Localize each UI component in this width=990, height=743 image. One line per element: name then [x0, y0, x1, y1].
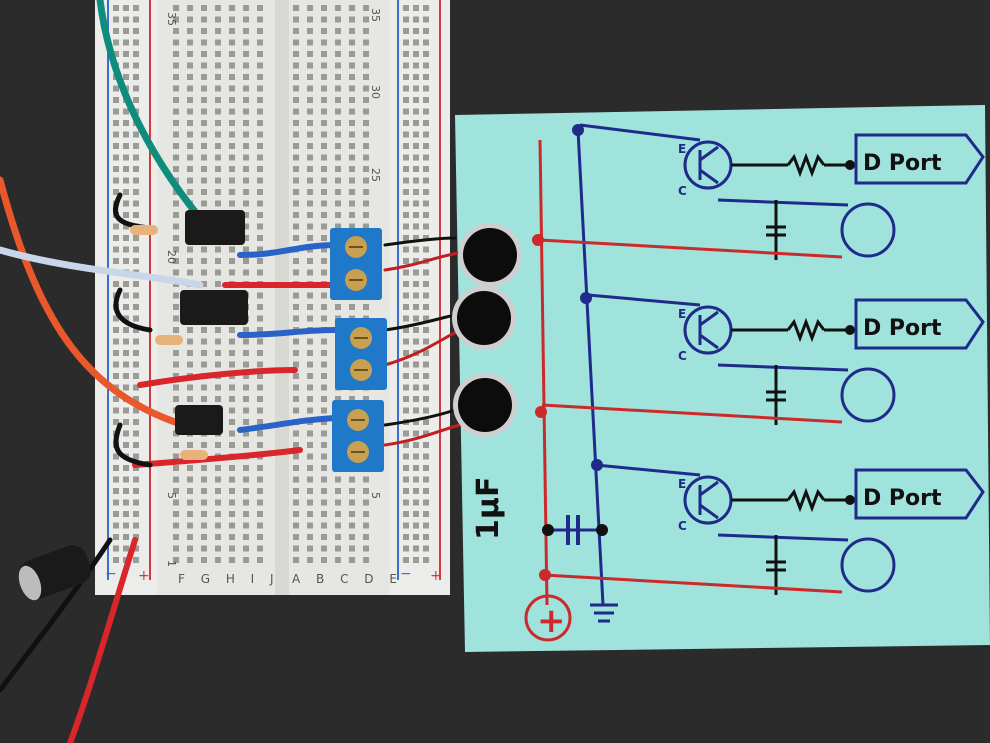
row-label-30: 30 — [369, 85, 382, 99]
driver-stage — [683, 133, 985, 260]
jumper-wires — [0, 0, 467, 743]
row-label-5b: 5 — [369, 492, 382, 499]
electrolytic-capacitor — [18, 545, 91, 601]
column-labels-left: F G H I J — [178, 572, 280, 586]
emitter-mark: E — [678, 307, 686, 321]
driver-stage — [683, 468, 985, 595]
collector-mark: C — [678, 349, 687, 363]
port-label: D Port — [863, 151, 942, 176]
row-label-1: 1 — [165, 560, 178, 567]
terminal-blocks — [330, 228, 387, 472]
row-label-25: 25 — [369, 168, 382, 182]
rail-plus-left: + — [138, 568, 150, 584]
vibration-motors — [452, 223, 522, 437]
transistors — [175, 210, 248, 435]
resistors — [130, 225, 208, 460]
motor-supply-line — [543, 573, 843, 594]
row-label-5: 5 — [165, 492, 178, 499]
collector-mark: C — [678, 184, 687, 198]
supply-plus-label: + — [537, 601, 566, 641]
driver-stage — [683, 298, 985, 425]
column-labels-right: A B C D E — [292, 572, 403, 586]
emitter-ground-line — [587, 293, 701, 307]
port-label: D Port — [863, 316, 942, 341]
emitter-mark: E — [678, 142, 686, 156]
rail-minus-right: − — [400, 566, 412, 582]
rail-plus-right: + — [430, 568, 442, 584]
row-label-35b: 35 — [369, 8, 382, 22]
capacitor-label: 1μF — [471, 477, 506, 540]
motor-supply-line — [541, 403, 843, 424]
motor-supply-line — [539, 238, 843, 259]
emitter-ground-line — [579, 123, 701, 142]
collector-mark: C — [678, 519, 687, 533]
rail-minus-left: − — [105, 566, 117, 582]
emitter-mark: E — [678, 477, 686, 491]
port-label: D Port — [863, 486, 942, 511]
row-label-20: 20 — [165, 250, 178, 264]
breadboard: 35 35 30 25 20 5 5 1 F G H I J A B C D E… — [95, 0, 450, 595]
row-label-35: 35 — [165, 12, 178, 26]
emitter-ground-line — [595, 463, 701, 477]
